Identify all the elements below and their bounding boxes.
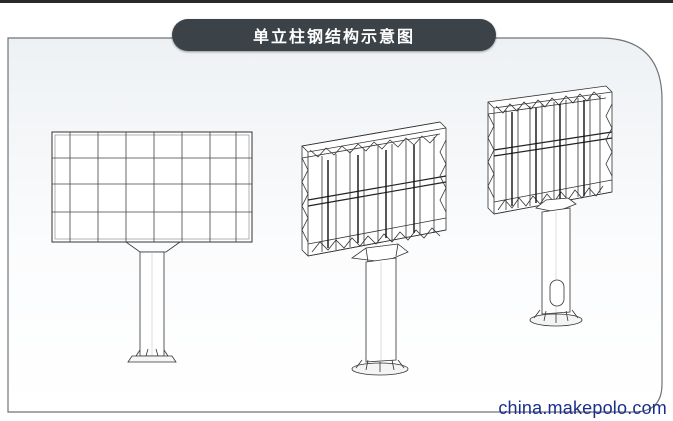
front-face-panel xyxy=(51,131,253,243)
front-base xyxy=(127,355,177,363)
top-rule xyxy=(0,0,673,3)
front-view-figure xyxy=(51,131,253,363)
diagram-title: 单立柱钢结构示意图 xyxy=(172,19,496,51)
source-watermark: china.makepolo.com xyxy=(498,398,667,418)
column-access-door xyxy=(549,279,565,307)
rear-frame-small-figure xyxy=(487,85,613,327)
rear-frame-figure xyxy=(301,121,447,376)
